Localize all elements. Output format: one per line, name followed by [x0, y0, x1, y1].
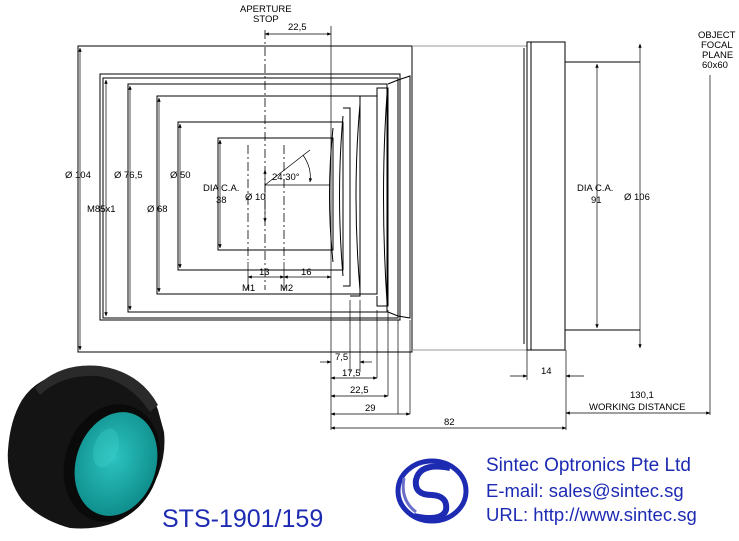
dim-bottom: 7,5 17,5 22,5 29 82 14 130,1 WORKING DIS…	[320, 300, 711, 430]
object-focal-plane-label: OBJECT FOCAL PLANE 60x60	[698, 30, 736, 71]
dim-angle: 24,30°	[264, 149, 330, 186]
svg-text:22,5: 22,5	[350, 385, 369, 396]
dim-diameters-right: DIA C.A. 91 Ø 106	[577, 43, 650, 349]
lens-glass	[74, 412, 158, 516]
svg-text:17,5: 17,5	[342, 368, 361, 379]
svg-text:M85x1: M85x1	[87, 204, 116, 215]
object-space-outline	[412, 45, 527, 351]
svg-text:22,5: 22,5	[288, 22, 307, 33]
svg-text:130,1: 130,1	[630, 390, 654, 401]
svg-text:Ø 104: Ø 104	[65, 170, 91, 181]
sintec-logo	[395, 458, 469, 524]
svg-text:82: 82	[444, 417, 455, 428]
svg-text:Ø 106: Ø 106	[624, 192, 650, 203]
front-element	[523, 41, 640, 351]
svg-text:16: 16	[301, 267, 312, 278]
company-url[interactable]: URL: http://www.sintec.sg	[486, 504, 697, 525]
svg-text:29: 29	[365, 403, 376, 414]
aperture-stop-label-2: STOP	[253, 14, 279, 25]
svg-text:FOCAL: FOCAL	[701, 40, 733, 51]
svg-text:Ø 50: Ø 50	[170, 170, 191, 181]
svg-text:7,5: 7,5	[335, 352, 348, 363]
svg-text:OBJECT: OBJECT	[698, 30, 736, 41]
svg-text:Ø 68: Ø 68	[147, 204, 168, 215]
svg-text:M1: M1	[242, 283, 255, 294]
svg-text:WORKING DISTANCE: WORKING DISTANCE	[589, 402, 685, 413]
product-code: STS-1901/159	[162, 505, 324, 533]
dim-aperture-22-5: 22,5	[264, 22, 332, 36]
svg-text:13: 13	[259, 267, 270, 278]
dim-mirrors: 13 16 M1 M2	[242, 262, 332, 294]
svg-text:M2: M2	[280, 283, 293, 294]
svg-text:14: 14	[541, 366, 552, 377]
svg-text:60x60: 60x60	[702, 60, 728, 71]
company-email[interactable]: E-mail: sales@sintec.sg	[486, 480, 684, 501]
svg-text:DIA C.A.: DIA C.A.	[203, 183, 239, 194]
svg-text:38: 38	[216, 195, 227, 206]
lens-housing	[77, 45, 413, 353]
company-name: Sintec Optronics Pte Ltd	[486, 455, 691, 476]
svg-text:Ø 10: Ø 10	[245, 192, 266, 203]
svg-text:24,30°: 24,30°	[272, 172, 300, 183]
svg-text:91: 91	[591, 195, 602, 206]
svg-text:PLANE: PLANE	[702, 50, 733, 61]
svg-text:Ø 76,5: Ø 76,5	[114, 170, 143, 181]
lens-product-image	[7, 365, 165, 529]
svg-text:DIA C.A.: DIA C.A.	[577, 183, 613, 194]
dim-diameters-left: Ø 104 M85x1 Ø 76,5 Ø 68 Ø 50 DIA C.A. 38…	[65, 47, 267, 351]
aperture-stop-label: APERTURE	[240, 4, 292, 15]
